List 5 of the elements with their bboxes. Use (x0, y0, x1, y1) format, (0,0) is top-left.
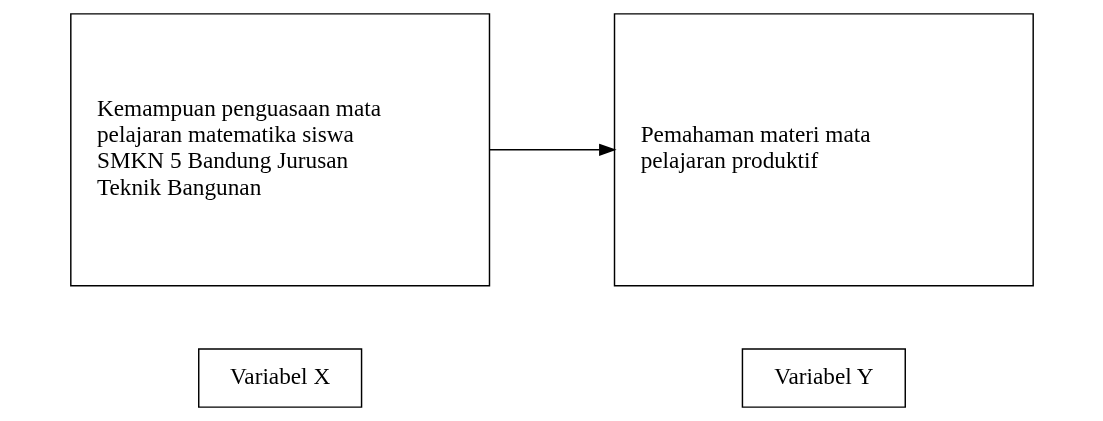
node-box: Variabel Y (741, 348, 906, 408)
node-box: Variabel X (197, 348, 362, 408)
arrow (488, 143, 617, 156)
node-box: Pemahaman materi mata pelajaran produktif (613, 13, 1034, 287)
node-box: Kemampuan penguasaan mata pelajaran matematika siswa SMKN 5 Bandung Jurusan Teknik Bangunan (69, 13, 490, 287)
